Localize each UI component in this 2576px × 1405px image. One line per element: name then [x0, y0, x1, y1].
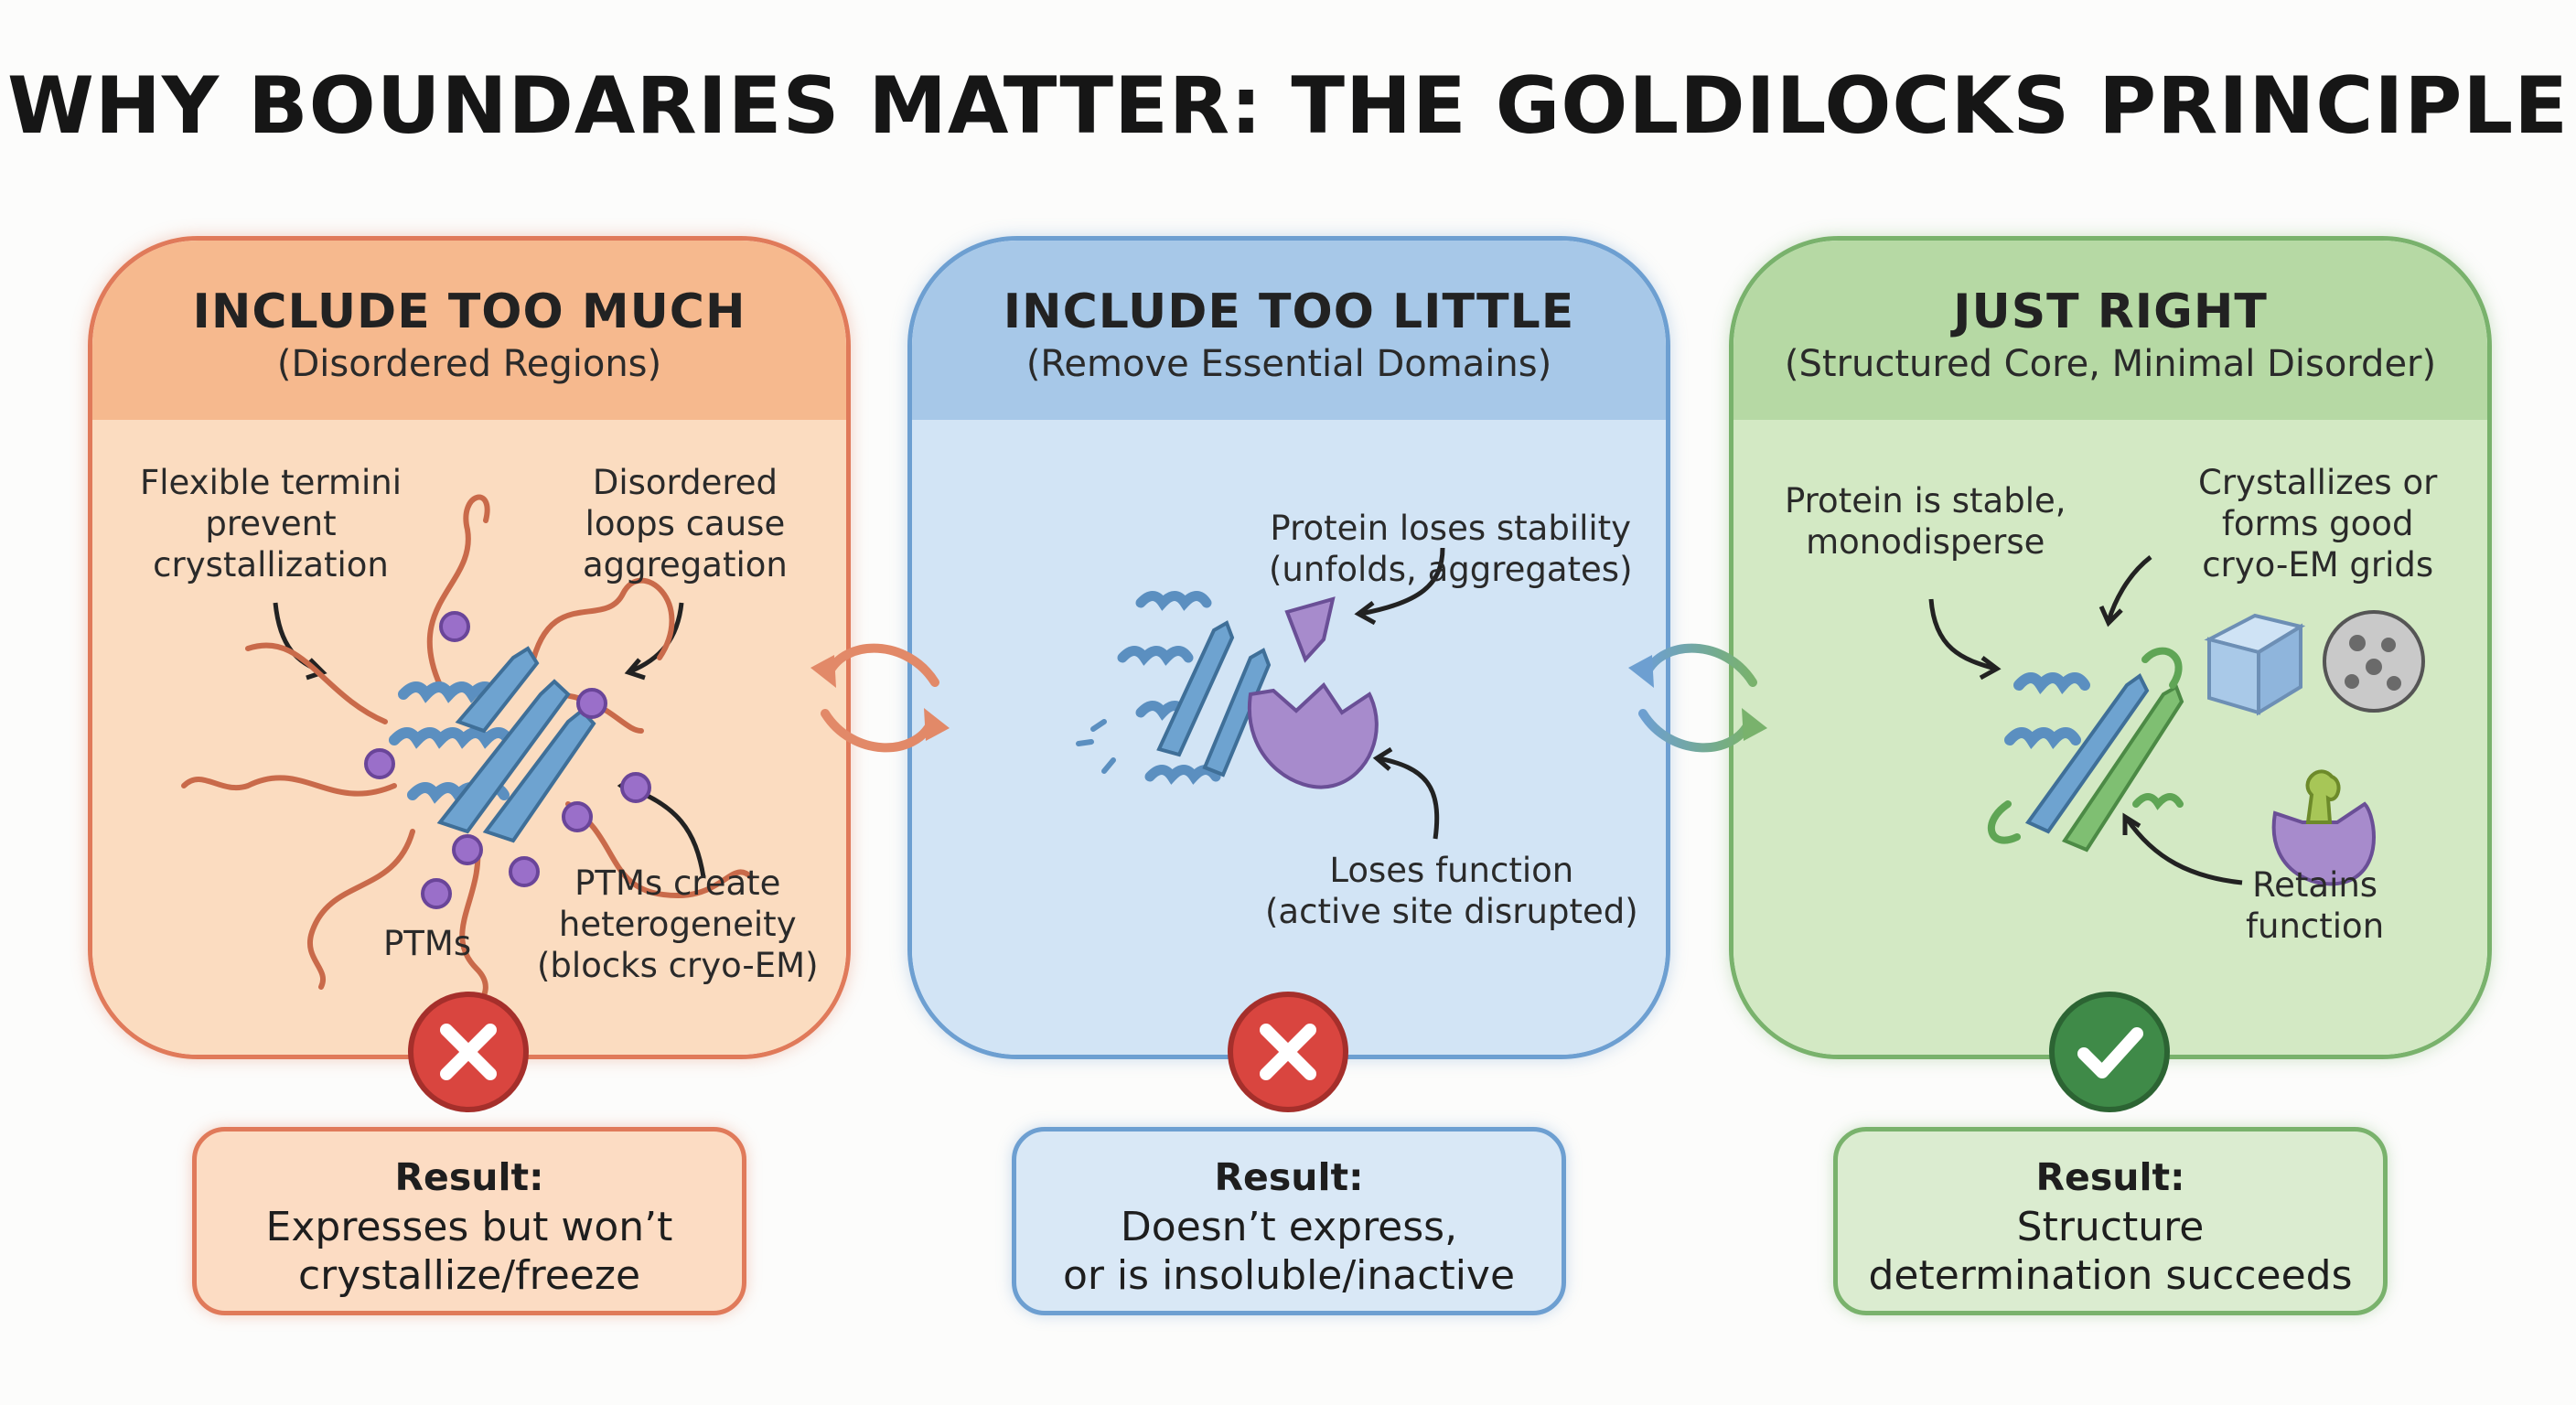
result-box-too-much: Result: Expresses but won’t crystallize/… — [192, 1127, 746, 1315]
note-loses-function: Loses function (active site disrupted) — [1265, 850, 1638, 932]
pointer-arrow — [2127, 819, 2242, 883]
panel-header: INCLUDE TOO MUCH (Disordered Regions) — [92, 241, 846, 420]
panel-too-little: INCLUDE TOO LITTLE (Remove Essential Dom… — [907, 236, 1670, 1059]
pointer-arrow — [1379, 758, 1437, 839]
page-title: WHY BOUNDARIES MATTER: THE GOLDILOCKS PR… — [0, 60, 2576, 152]
broken-domain — [1250, 599, 1377, 788]
panel-body: Flexible termini prevent crystallization… — [92, 420, 846, 1059]
result-text: Structure determination succeeds — [1838, 1203, 2383, 1300]
panel-body: Protein loses stability (unfolds, aggreg… — [912, 420, 1666, 1059]
x-icon — [1228, 992, 1348, 1112]
panel-subtitle: (Disordered Regions) — [92, 343, 846, 385]
panel-subtitle: (Structured Core, Minimal Disorder) — [1733, 343, 2487, 385]
note-ptms-heterogeneity: PTMs create heterogeneity (blocks cryo-E… — [537, 863, 819, 986]
panel-header: JUST RIGHT (Structured Core, Minimal Dis… — [1733, 241, 2487, 420]
result-label: Result: — [1016, 1155, 1562, 1199]
panel-subtitle: (Remove Essential Domains) — [912, 343, 1666, 385]
panel-header: INCLUDE TOO LITTLE (Remove Essential Dom… — [912, 241, 1666, 420]
note-retains-function: Retains function — [2246, 864, 2384, 947]
cycle-arrows-icon — [1615, 631, 1780, 768]
result-box-too-little: Result: Doesn’t express, or is insoluble… — [1012, 1127, 1566, 1315]
note-flexible-termini: Flexible termini prevent crystallization — [140, 462, 402, 585]
note-loses-stability: Protein loses stability (unfolds, aggreg… — [1269, 508, 1633, 590]
result-label: Result: — [1838, 1155, 2383, 1199]
check-icon — [2049, 992, 2170, 1112]
crystal-cube-icon — [2209, 616, 2301, 713]
panel-too-much: INCLUDE TOO MUCH (Disordered Regions) — [88, 236, 851, 1059]
panel-title: INCLUDE TOO LITTLE — [912, 284, 1666, 339]
pointer-arrow — [2109, 557, 2151, 621]
cycle-arrows-icon — [798, 631, 962, 768]
note-disordered-loops: Disordered loops cause aggregation — [583, 462, 788, 585]
compact-protein — [1991, 651, 2182, 850]
cryo-em-grid-icon — [2324, 612, 2423, 711]
panel-just-right: JUST RIGHT (Structured Core, Minimal Dis… — [1729, 236, 2492, 1059]
x-icon — [408, 992, 529, 1112]
result-text: Doesn’t express, or is insoluble/inactiv… — [1016, 1203, 1562, 1300]
result-text: Expresses but won’t crystallize/freeze — [197, 1203, 742, 1300]
result-box-just-right: Result: Structure determination succeeds — [1833, 1127, 2388, 1315]
panel-body: Protein is stable, monodisperse Crystall… — [1733, 420, 2487, 1059]
panel-title: INCLUDE TOO MUCH — [92, 284, 846, 339]
note-stable-monodisperse: Protein is stable, monodisperse — [1785, 480, 2066, 563]
result-label: Result: — [197, 1155, 742, 1199]
note-crystallizes: Crystallizes or forms good cryo-EM grids — [2198, 462, 2437, 585]
fragmented-protein — [1079, 596, 1269, 778]
panel-title: JUST RIGHT — [1733, 284, 2487, 339]
label-ptms: PTMs — [383, 923, 471, 964]
